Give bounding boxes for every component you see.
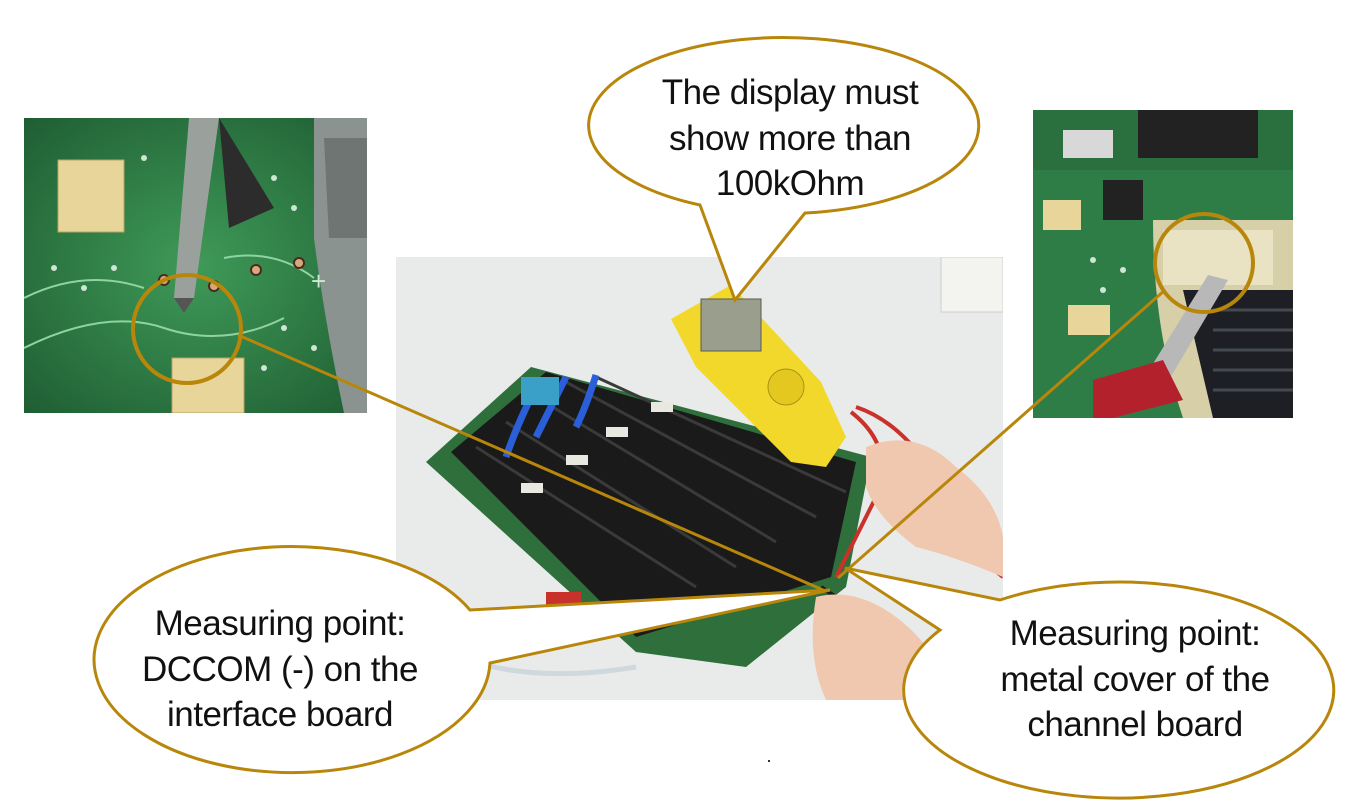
callout-dccom-text: Measuring point: DCCOM (-) on the interf… xyxy=(100,601,460,738)
callout-dccom-line-1: Measuring point: xyxy=(154,604,406,643)
metal-cover-pointer-line xyxy=(837,288,1166,580)
callout-metal-cover-line-1: Measuring point: xyxy=(1009,614,1261,653)
channel-board-cover-photo xyxy=(1033,110,1293,418)
callout-dccom-line-2: DCCOM (-) on the xyxy=(142,649,418,689)
svg-text:+: + xyxy=(311,266,326,296)
callout-display-text: The display must show more than 100kOhm xyxy=(610,70,970,207)
callout-metal-cover-bubble xyxy=(844,566,1336,800)
callout-metal-cover-line-3: channel board xyxy=(1027,705,1243,744)
callout-display-line-1: The display must xyxy=(661,73,919,112)
callout-display-bubble xyxy=(587,36,981,304)
callout-metal-cover-line-2: metal cover of the xyxy=(1000,659,1270,699)
dccom-pointer-line xyxy=(237,333,824,592)
stray-dot xyxy=(768,760,770,762)
metal-cover-highlight-circle xyxy=(1153,212,1255,314)
callout-metal-cover-text: Measuring point: metal cover of the chan… xyxy=(955,611,1315,748)
pcb-closeup-probe-photo: + xyxy=(24,118,367,413)
callout-dccom-line-3: interface board xyxy=(167,695,393,734)
dccom-highlight-circle xyxy=(131,273,243,385)
callout-display-line-2: show more than xyxy=(668,118,912,158)
callout-dccom-bubble xyxy=(92,545,831,775)
callout-display-line-3: 100kOhm xyxy=(715,164,865,203)
